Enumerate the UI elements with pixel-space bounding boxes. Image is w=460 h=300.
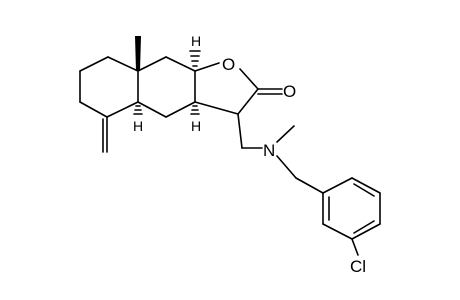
bond [194,101,239,115]
ch2-bond [237,113,243,149]
bond [194,62,220,72]
cyclohexane-ring [79,56,139,118]
bond [79,56,109,72]
benzene-ring [322,177,381,240]
bond [137,101,167,118]
bond [106,101,139,118]
chlorine-label: Cl [350,257,366,276]
bond [165,101,196,118]
aromatic-inner [353,220,375,234]
cl-bond [351,238,359,256]
middle-ring [137,56,196,118]
h-junction-right-label: H [191,118,201,134]
bond [107,56,139,72]
bond [137,56,167,72]
h-hash-right [190,105,200,115]
bond [322,223,353,240]
h-hash-left [133,105,143,115]
benzyl-bond [295,177,324,194]
bond [351,223,381,240]
bond [237,88,259,115]
n-benzyl-bond [276,155,297,179]
h-top-label: H [191,33,201,49]
bond [351,177,381,194]
h-junction-left-label: H [133,118,143,134]
bond [79,101,108,118]
aromatic-inner [353,183,375,197]
n-methyl-bond [276,125,295,143]
nitrogen-label: N [263,141,275,160]
ring-oxygen-label: O [222,55,235,74]
bond [322,177,353,194]
lactone-ring [194,62,259,115]
h-hash-top [189,50,201,67]
bond [165,56,196,72]
bond [239,68,259,90]
methyl-wedge [135,36,141,71]
carbonyl-oxygen-label: O [283,82,296,101]
